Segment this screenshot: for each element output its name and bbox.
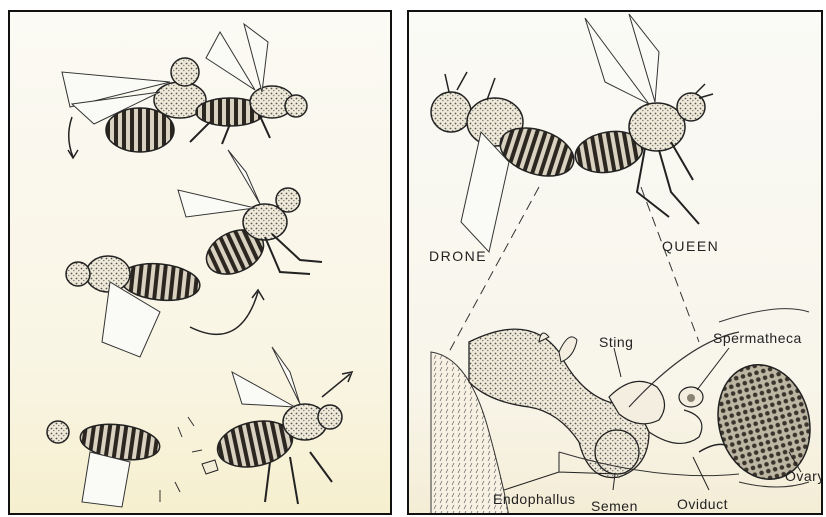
stage-two-separating-bees bbox=[66, 150, 322, 357]
mating-sequence-panel bbox=[8, 10, 392, 515]
stage-three-separated-bees bbox=[47, 347, 352, 507]
drone-queen-coupled-illustration bbox=[431, 14, 713, 252]
endophallus-label: Endophallus bbox=[493, 491, 576, 507]
sting-label: Sting bbox=[599, 334, 633, 350]
semen-label: Semen bbox=[591, 498, 638, 514]
anatomy-panel: DRONE QUEEN Sting Spermatheca Ovary Endo… bbox=[407, 10, 823, 515]
drone-label: DRONE bbox=[429, 248, 487, 264]
oviduct-label: Oviduct bbox=[677, 496, 728, 512]
queen-label: QUEEN bbox=[662, 238, 719, 254]
spermatheca-label: Spermatheca bbox=[713, 330, 802, 346]
ovary-label: Ovary bbox=[785, 468, 823, 484]
mating-sequence-drawing bbox=[10, 12, 392, 515]
stage-one-coupled-bees bbox=[62, 24, 307, 158]
